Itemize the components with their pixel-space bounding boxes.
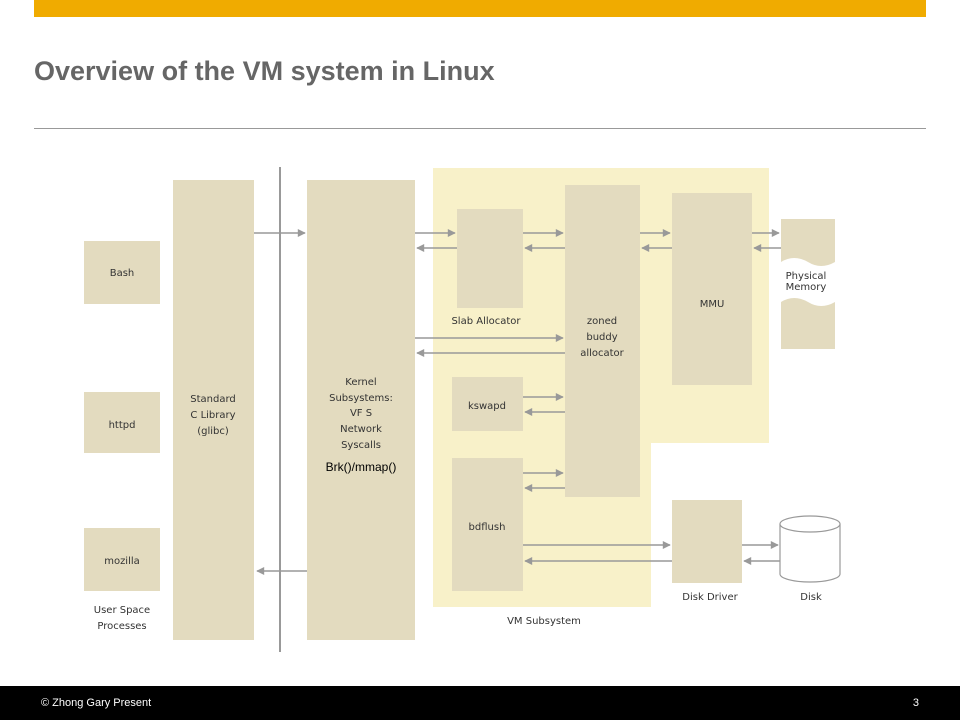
brk-mmap-annotation: Brk()/mmap(): [326, 460, 397, 474]
stdlib-label-line-3: (glibc): [197, 426, 229, 437]
top-accent-bar: [34, 0, 926, 17]
stdlib-label-line-2: C Library: [190, 410, 235, 421]
standard-c-library-box: [173, 180, 254, 640]
user-space-label-line-1: User Space: [94, 605, 150, 616]
mmu-box: [672, 193, 752, 385]
mozilla-label: mozilla: [104, 556, 140, 567]
kswapd-box: [452, 377, 523, 431]
slide-title: Overview of the VM system in Linux: [34, 56, 495, 86]
httpd-box: [84, 392, 160, 453]
footer-bar: © Zhong Gary Present 3: [0, 686, 960, 720]
buddy-label-line-1: zoned: [587, 316, 617, 327]
kernel-label-line-2: Subsystems:: [329, 393, 393, 404]
httpd-label: httpd: [109, 420, 136, 431]
physical-memory-label-line-1: Physical: [786, 271, 827, 282]
slab-allocator-label: Slab Allocator: [451, 316, 521, 327]
page-number: 3: [912, 697, 919, 709]
disk-label: Disk: [800, 592, 822, 603]
disk-driver-box: [672, 500, 742, 583]
bash-box: [84, 241, 160, 304]
kernel-label-line-1: Kernel: [345, 377, 376, 388]
vm-subsystem-label: VM Subsystem: [507, 616, 581, 627]
bdflush-box: [452, 458, 523, 591]
kernel-subsystems-box: [307, 180, 415, 640]
mmu-label: MMU: [700, 299, 725, 310]
buddy-label-line-2: buddy: [586, 332, 617, 343]
physical-memory-box: [781, 219, 835, 349]
buddy-label-line-3: allocator: [580, 348, 624, 359]
physical-memory-label-line-2: Memory: [786, 282, 827, 293]
kernel-label-line-5: Syscalls: [341, 440, 381, 451]
disk-cylinder: [779, 515, 841, 583]
stdlib-label-line-1: Standard: [190, 394, 236, 405]
kernel-label-line-3: VF S: [350, 408, 372, 419]
zoned-buddy-allocator-box: [565, 185, 640, 497]
kernel-label-line-4: Network: [340, 424, 382, 435]
mozilla-box: [84, 528, 160, 591]
user-space-label-line-2: Processes: [97, 621, 146, 632]
kswapd-label: kswapd: [468, 401, 506, 412]
bdflush-label: bdflush: [469, 522, 506, 533]
title-divider: [34, 128, 926, 129]
slab-allocator-box: [457, 209, 523, 308]
disk-driver-label: Disk Driver: [682, 592, 738, 603]
bash-label: Bash: [110, 268, 135, 279]
footer-copyright: © Zhong Gary Present: [41, 697, 152, 709]
vm-system-diagram: Bash httpd mozilla Standard C Library (g…: [84, 167, 841, 652]
